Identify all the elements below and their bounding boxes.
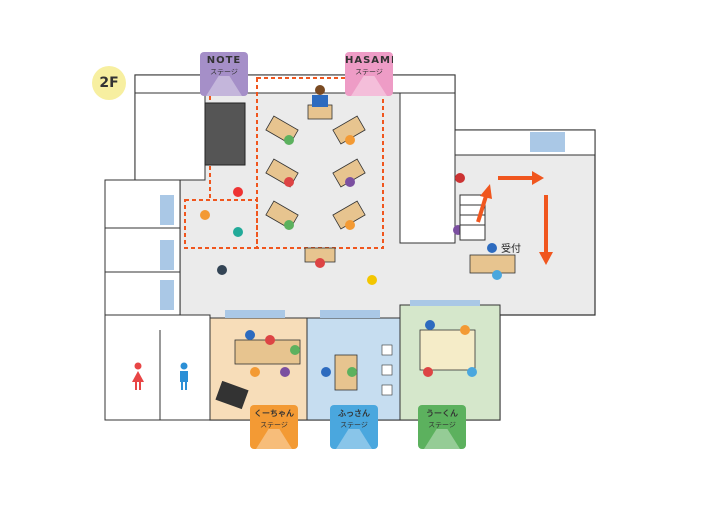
shelf — [204, 102, 246, 166]
reception-label: 受付 — [501, 244, 521, 255]
stage-subtitle: ステージ — [340, 421, 368, 429]
stage-badge-ukun[interactable]: うーくん ステージ — [418, 405, 466, 449]
scissors-icon — [351, 76, 387, 96]
stage-subtitle: ステージ — [428, 421, 456, 429]
stage-subtitle: ステージ — [260, 421, 288, 429]
floor-label: 2F — [92, 66, 126, 100]
character-icon — [424, 429, 460, 449]
stage-subtitle: ステージ — [210, 68, 238, 76]
tablet-icon — [206, 76, 242, 96]
left-room — [134, 92, 206, 181]
stage-title: ふっさん — [338, 409, 370, 418]
restroom-area — [104, 314, 211, 421]
route-arrows — [476, 171, 553, 265]
stage-title: うーくん — [426, 409, 458, 418]
stage-subtitle: ステージ — [355, 68, 383, 76]
restroom-female-icon — [132, 362, 144, 390]
stage-title: NOTE — [206, 55, 242, 66]
monitor — [215, 380, 249, 410]
note-area-boundary — [184, 199, 258, 249]
bird-icon — [336, 429, 372, 449]
stage-badge-kuchan[interactable]: くーちゃん ステージ — [250, 405, 298, 449]
stage-badge-fussan[interactable]: ふっさん ステージ — [330, 405, 378, 449]
stage-title: くーちゃん — [254, 409, 294, 418]
stage-title: HASAMI — [345, 55, 393, 66]
stage-badge-note[interactable]: NOTE ステージ — [200, 52, 248, 96]
desks — [234, 104, 516, 391]
restroom-male-icon — [180, 362, 188, 390]
stage-badge-hasami[interactable]: HASAMI ステージ — [345, 52, 393, 96]
character-icon — [256, 429, 292, 449]
